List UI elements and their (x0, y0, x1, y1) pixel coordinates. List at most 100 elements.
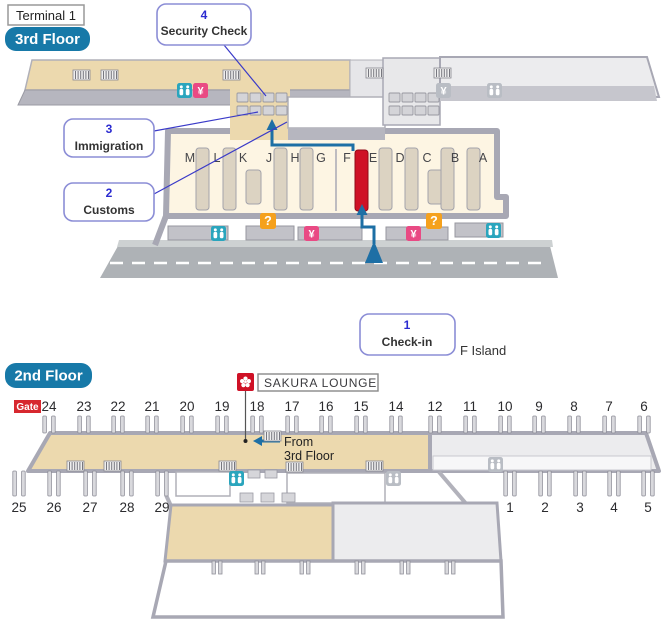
island-letter-K: K (239, 151, 248, 165)
jet-bridge (259, 415, 264, 434)
callout-check-in: 1 Check-in (359, 313, 456, 356)
escalator-icon (103, 460, 122, 472)
restroom-icon (211, 226, 226, 241)
room (175, 471, 231, 497)
currency-exchange-icon: ¥ (406, 226, 421, 241)
gate-number-7: 7 (605, 399, 613, 414)
hall-corner-wall (152, 214, 169, 247)
jet-bridge (573, 470, 578, 497)
sakura-petals (240, 376, 251, 388)
jet-bridge (512, 470, 517, 497)
jet-bridge (319, 415, 324, 434)
f-island-label: F Island (460, 343, 506, 358)
route-arrowhead-2 (266, 119, 278, 130)
jet-bridge (567, 415, 572, 434)
jet-bridge (154, 415, 159, 434)
gate-number-25: 25 (11, 500, 26, 515)
jet-bridge (12, 470, 17, 497)
route-arrowhead (356, 204, 368, 215)
jet-bridge (582, 470, 587, 497)
door (444, 560, 449, 575)
gate-number-12: 12 (427, 399, 442, 414)
jet-bridge (616, 470, 621, 497)
svg-text:¥: ¥ (440, 86, 447, 98)
restroom-icon (488, 457, 503, 472)
gate-number-18: 18 (249, 399, 264, 414)
door (406, 560, 411, 575)
gate-number-9: 9 (535, 399, 543, 414)
gate-number-28: 28 (119, 500, 134, 515)
escalator-icon (365, 460, 384, 472)
island-letter-E: E (369, 151, 377, 165)
jet-bridge (224, 415, 229, 434)
jet-bridge (507, 415, 512, 434)
terminal-label: Terminal 1 (16, 8, 76, 23)
security-lane (275, 92, 288, 103)
jet-bridge (285, 415, 290, 434)
jet-bridge (51, 415, 56, 434)
escalator-icon (285, 461, 304, 473)
floor3-label: 3rd Floor (15, 31, 80, 48)
security-lanes (236, 92, 440, 116)
island-counter (195, 147, 210, 211)
security-lane (262, 105, 275, 116)
jet-bridge (363, 415, 368, 434)
step-label: Immigration (75, 139, 144, 153)
jet-bridge (294, 415, 299, 434)
island-counter (245, 169, 262, 205)
callout-security-check: 4 Security Check (156, 3, 252, 46)
gate-label-tag: Gate (14, 400, 41, 413)
svg-text:¥: ¥ (197, 86, 204, 98)
island-letter-A: A (479, 151, 488, 165)
jet-bridge (155, 470, 160, 497)
security-lane (275, 105, 288, 116)
road-surface (100, 246, 558, 278)
svg-text:¥: ¥ (410, 229, 417, 241)
island-letter-F: F (343, 151, 351, 165)
jet-bridge (354, 415, 359, 434)
jet-bridge (47, 470, 52, 497)
jet-bridge (637, 415, 642, 434)
gate-number-11: 11 (463, 399, 477, 414)
jet-bridge (472, 415, 477, 434)
jet-bridge (21, 470, 26, 497)
security-lane (388, 92, 401, 103)
satellite-block (150, 470, 505, 619)
jet-bridge (650, 470, 655, 497)
svg-text:?: ? (430, 214, 438, 228)
satellite-east (331, 501, 503, 563)
shop-units (239, 469, 296, 503)
route-island-to-security (270, 128, 355, 151)
room (286, 472, 386, 504)
escalator-icon (222, 69, 241, 81)
step-number: 2 (106, 186, 113, 200)
gate-number-26: 26 (46, 500, 61, 515)
door (299, 560, 304, 575)
upper-concourse (17, 57, 441, 140)
security-lane (427, 105, 440, 116)
right-wing-wall (440, 86, 657, 101)
svg-text:?: ? (264, 214, 272, 228)
information-icon: ? (260, 213, 276, 229)
door (211, 560, 216, 575)
jet-bridge (77, 415, 82, 434)
restroom-icon (177, 83, 192, 98)
jet-bridge (111, 415, 116, 434)
gate-number-23: 23 (76, 399, 91, 414)
door (254, 560, 259, 575)
route-street-to-island (360, 213, 376, 244)
jet-bridge (646, 415, 651, 434)
left-arrowhead (253, 436, 262, 446)
escalator-icons (66, 67, 452, 473)
door (354, 560, 359, 575)
gate-number-14: 14 (388, 399, 404, 414)
escalator-icon (433, 67, 452, 79)
callout-customs: 2 Customs (63, 182, 155, 222)
information-icon: ? (426, 213, 442, 229)
entrance-arrow (365, 241, 383, 263)
east-rooms (432, 455, 652, 471)
gate-number-15: 15 (353, 399, 368, 414)
jet-bridge (215, 415, 220, 434)
